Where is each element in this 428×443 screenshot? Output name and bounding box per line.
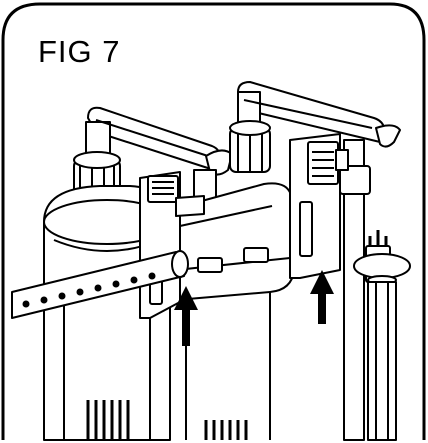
right-pipe-frame (237, 81, 401, 441)
right-bracket (289, 133, 349, 279)
spray-bar-holes (22, 272, 156, 308)
figure-label: FIG 7 (38, 34, 121, 69)
push-arrow-right (310, 270, 334, 324)
filter-canister (43, 185, 171, 441)
intake-strainer (353, 230, 411, 441)
motor-housing (175, 182, 295, 440)
right-cap-nut (229, 120, 271, 173)
push-arrow-left (174, 286, 198, 346)
